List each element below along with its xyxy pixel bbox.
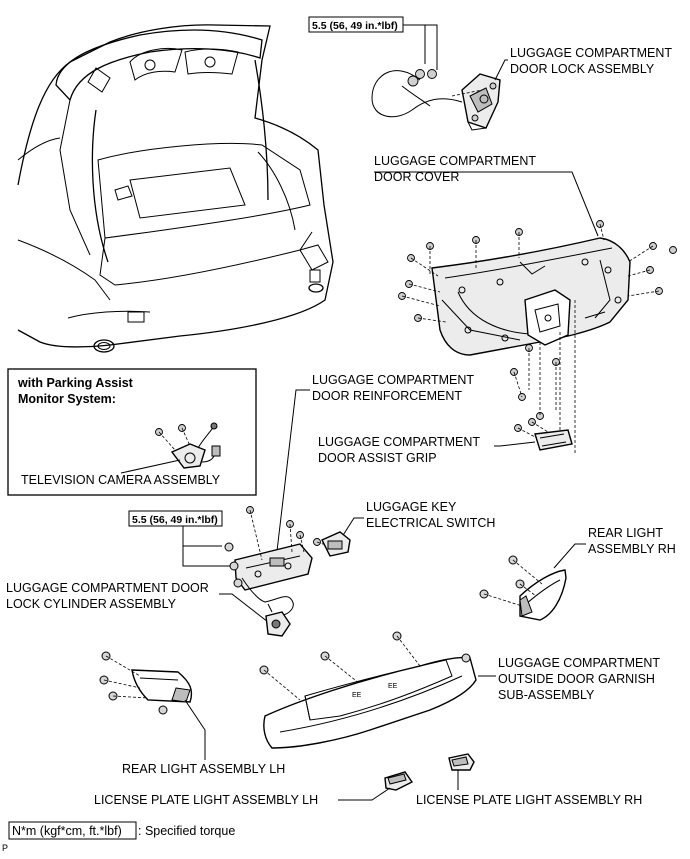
label-reinforcement-1: LUGGAGE COMPARTMENT [312,373,474,387]
label-garnish-3: SUB-ASSEMBLY [498,688,595,702]
license-light-lh [384,771,414,791]
bolt-icon [407,69,437,87]
leader-key-switch [339,517,364,541]
leader-lock-cylinder [219,593,269,623]
label-door-cover-2: DOOR COVER [374,170,459,184]
label-lock-assembly-1: LUGGAGE COMPARTMENT [510,46,672,60]
garnish-mark-2: EE [388,683,398,690]
inset-title-2: Monitor System: [18,392,116,406]
label-lock-assembly-2: DOOR LOCK ASSEMBLY [510,62,655,76]
bolt-icon [398,220,677,420]
vehicle-illustration [17,24,334,353]
label-rear-light-rh-1: REAR LIGHT [588,526,663,540]
leader-lock-assembly [494,59,508,81]
leader-assist-grip [494,441,536,447]
license-light-rh [448,753,475,771]
legend-key: N*m (kgf*cm, ft.*lbf) [12,824,122,838]
parking-assist-inset: with Parking Assist Monitor System: TELE… [7,368,257,496]
lock-cylinder [241,577,294,637]
leader-license-lh [338,787,391,801]
torque-spec-middle: 5.5 (56, 49 in.*lbf) [132,514,218,526]
cover-leader-dashes [401,223,660,455]
label-assist-grip-1: LUGGAGE COMPARTMENT [318,435,480,449]
legend-desc: : Specified torque [138,824,235,838]
label-license-lh: LICENSE PLATE LIGHT ASSEMBLY LH [94,793,318,807]
door-reinforcement [234,506,313,591]
nut-icon [224,542,243,588]
label-garnish-1: LUGGAGE COMPARTMENT [498,656,660,670]
label-lock-cylinder-2: LOCK CYLINDER ASSEMBLY [6,597,177,611]
torque-legend: N*m (kgf*cm, ft.*lbf) : Specified torque [8,821,235,840]
label-key-switch-1: LUGGAGE KEY [366,500,457,514]
label-garnish-2: OUTSIDE DOOR GARNISH [498,672,655,686]
label-reinforcement-2: DOOR REINFORCEMENT [312,389,462,403]
inset-title-1: with Parking Assist [17,376,134,390]
leader-door-cover [374,171,599,237]
garnish-mark-1: EE [352,692,362,699]
torque-spec-top: 5.5 (56, 49 in.*lbf) [312,20,398,32]
door-lock-assembly [371,69,501,131]
rear-light-rh [479,555,567,621]
label-lock-cylinder-1: LUGGAGE COMPARTMENT DOOR [6,581,209,595]
assist-grip [514,418,573,451]
torque-callout-top: 5.5 (56, 49 in.*lbf) [308,16,438,70]
label-rear-light-lh: REAR LIGHT ASSEMBLY LH [122,762,285,776]
leader-rear-light-rh [553,543,586,569]
label-tv-camera: TELEVISION CAMERA ASSEMBLY [21,473,221,487]
corner-mark: P [2,843,8,853]
label-assist-grip-2: DOOR ASSIST GRIP [318,451,437,465]
leader-reinforcement [276,389,310,552]
door-cover-panel [431,237,631,356]
outside-door-garnish: EE EE [259,631,477,749]
label-rear-light-rh-2: ASSEMBLY RH [588,542,676,556]
rear-light-lh [99,651,193,715]
label-license-rh: LICENSE PLATE LIGHT ASSEMBLY RH [416,793,642,807]
key-switch [313,531,351,557]
label-key-switch-2: ELECTRICAL SWITCH [366,516,495,530]
torque-callout-middle: 5.5 (56, 49 in.*lbf) [128,510,230,567]
leader-rear-light-lh [184,699,206,760]
tv-camera [155,422,221,469]
label-door-cover-1: LUGGAGE COMPARTMENT [374,154,536,168]
